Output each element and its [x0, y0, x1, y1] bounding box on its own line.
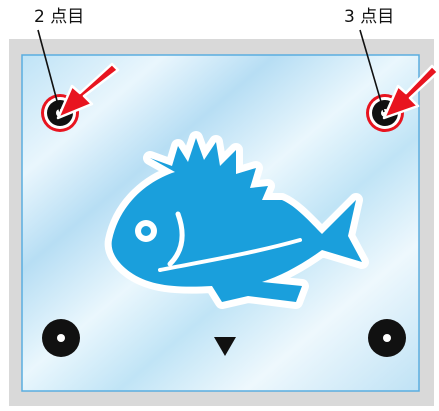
- leader-line-point-3: [359, 29, 385, 113]
- down-triangle-icon: [214, 337, 236, 356]
- marker-bottom-right: [368, 319, 406, 357]
- pointer-arrow-icon: [382, 64, 439, 120]
- leader-line-point-2: [37, 29, 61, 113]
- fish-icon: [104, 131, 369, 309]
- label-point-3: 3 点目: [344, 7, 395, 27]
- label-point-2: 2 点目: [34, 7, 85, 27]
- marker-bottom-left: [42, 319, 80, 357]
- pointer-arrow-icon: [56, 62, 120, 120]
